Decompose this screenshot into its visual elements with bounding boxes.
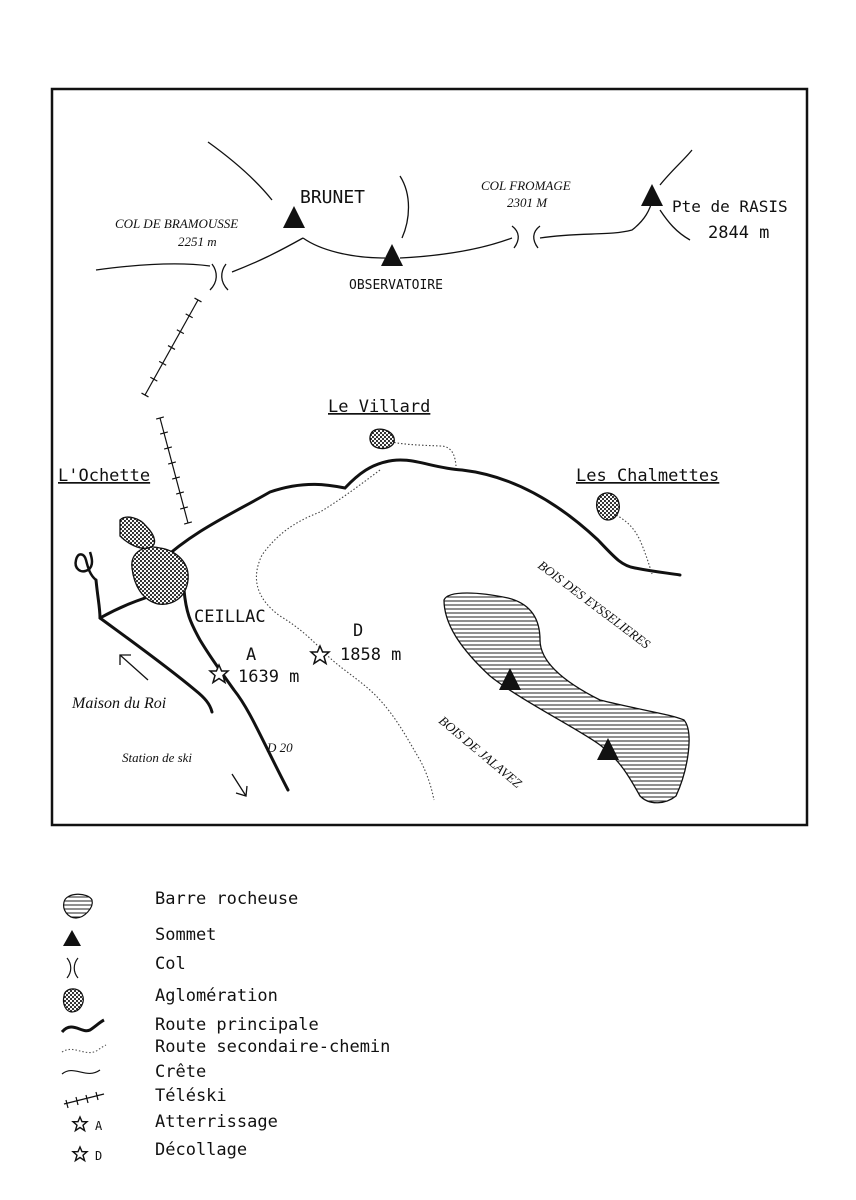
label-chalmettes: Les Chalmettes: [576, 466, 719, 486]
landing-star-icon: [208, 663, 230, 685]
legend-label-settlement: Aglomération: [155, 986, 278, 1006]
summit-rock2-icon: [597, 738, 619, 760]
label-bois-eysselieres: BOIS DES EYSSELIERES: [535, 557, 653, 651]
ski-lift-tick: [175, 491, 185, 495]
ski-lift-tick: [176, 329, 185, 335]
legend-takeoff-icon: [71, 1145, 89, 1163]
legend-label-summit: Sommet: [155, 925, 217, 945]
label-takeoff-letter: D: [353, 621, 363, 641]
rock-band: [443, 592, 690, 804]
label-landing-letter: A: [246, 645, 256, 665]
ski-lift-tick: [159, 431, 169, 435]
label-col-fromage: COL FROMAGE: [481, 178, 571, 193]
summit-brunet-icon: [283, 206, 305, 228]
summit-rasis-icon: [641, 184, 663, 206]
legend-col-icon: [66, 957, 79, 979]
ski-lift-tick: [171, 476, 181, 480]
label-col-bramousse-alt: 2251 m: [178, 234, 217, 249]
site-markers: [208, 644, 331, 685]
label-brunet: BRUNET: [300, 187, 365, 208]
ski-lift-tick: [167, 461, 177, 465]
legend-secondary-road-icon: [61, 1044, 107, 1054]
ski-lift-tick: [155, 416, 165, 420]
label-ceillac: CEILLAC: [194, 607, 266, 627]
serpentine-road: [74, 551, 97, 581]
ski-lift-tick: [158, 360, 167, 366]
label-takeoff-alt: 1858 m: [340, 645, 401, 665]
ski-lift-tick: [179, 506, 189, 510]
legend-label-rock-band: Barre rocheuse: [155, 889, 299, 909]
legend-landing-icon: [71, 1115, 89, 1133]
label-col-fromage-alt: 2301 M: [507, 195, 548, 210]
label-maison-du-roi: Maison du Roi: [71, 695, 166, 712]
legend-landing-letter: A: [95, 1119, 103, 1133]
ski-lifts: [144, 299, 199, 524]
built-up-areas: [119, 428, 620, 605]
legend-label-crest: Crête: [155, 1062, 207, 1082]
label-villard: Le Villard: [328, 397, 430, 417]
legend-label-ski-lift: Téléski: [155, 1086, 227, 1106]
summit-observatoire-icon: [381, 244, 403, 266]
summit-rock1-icon: [499, 668, 521, 690]
ski-lift-tick: [163, 446, 173, 450]
label-station-de-ski: Station de ski: [122, 750, 192, 765]
legend-label-col: Col: [155, 954, 186, 974]
label-col-bramousse: COL DE BRAMOUSSE: [115, 216, 238, 231]
ski-lift-tick: [167, 345, 176, 350]
takeoff-star-icon: [309, 644, 331, 666]
legend-symbols: A D: [60, 893, 107, 1163]
ski-lift-tick: [194, 297, 202, 303]
ski-lift-tick: [183, 521, 193, 525]
legend-label-main-road: Route principale: [155, 1015, 319, 1035]
legend-label-secondary-road: Route secondaire-chemin: [155, 1037, 391, 1057]
summit-markers: [283, 184, 663, 760]
direction-arrows: [119, 654, 248, 797]
ski-lift-tick: [185, 313, 193, 319]
label-rasis: Pte de RASIS: [672, 197, 788, 216]
map-frame: [50, 87, 809, 827]
villard-area: [369, 428, 395, 450]
legend-crest-icon: [61, 1069, 101, 1075]
ski-lift-tick: [150, 376, 158, 382]
legend-takeoff-letter: D: [95, 1149, 102, 1163]
legend-summit-icon: [63, 930, 81, 946]
secondary-roads: [255, 439, 653, 801]
legend-label-landing: Atterrissage: [155, 1112, 278, 1132]
legend-main-road-icon: [60, 1018, 105, 1034]
legend-rock-icon: [63, 893, 93, 919]
label-d20: D 20: [266, 740, 293, 755]
ceillac-area: [131, 546, 189, 605]
label-rasis-alt: 2844 m: [708, 223, 769, 243]
legend-ski-lift-icon: [63, 1091, 105, 1109]
label-observatoire: OBSERVATOIRE: [349, 278, 443, 293]
label-landing-alt: 1639 m: [238, 667, 299, 687]
ski-lift-ticks: [141, 297, 202, 525]
crest-lines: [95, 141, 693, 291]
ochette-area: [119, 516, 156, 550]
chalmettes-area: [596, 492, 620, 521]
label-bois-jalavez: BOIS DE JALAVEZ: [436, 713, 525, 791]
legend-settlement-icon: [62, 988, 84, 1013]
label-ochette: L'Ochette: [58, 466, 150, 486]
legend-label-takeoff: Décollage: [155, 1140, 248, 1160]
ski-lift-tick: [141, 392, 149, 398]
